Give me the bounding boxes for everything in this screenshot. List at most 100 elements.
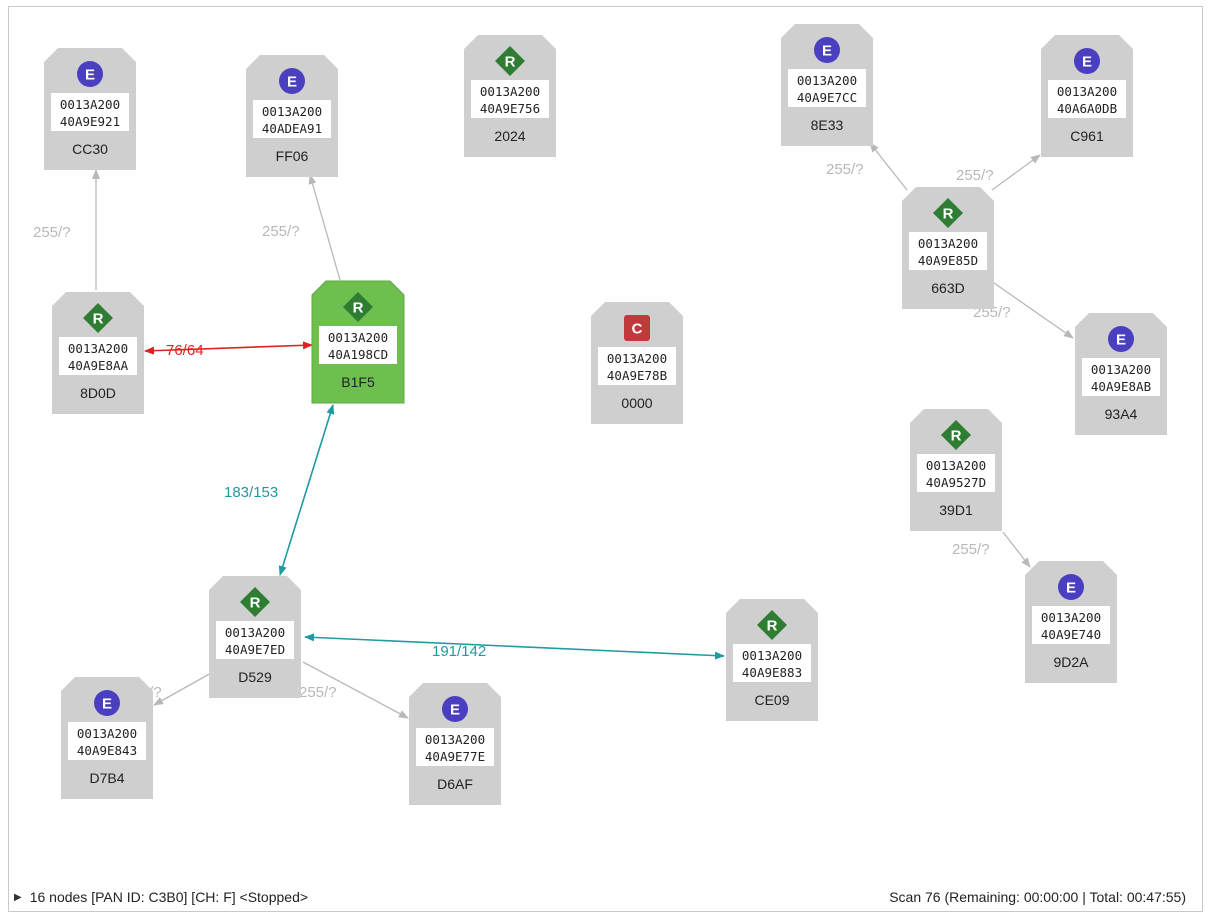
node-name: 8E33 bbox=[811, 117, 844, 133]
status-bar-left: ▶ 16 nodes [PAN ID: C3B0] [CH: F] <Stopp… bbox=[14, 889, 308, 905]
address-box bbox=[68, 722, 146, 760]
link-d529-d6af bbox=[302, 661, 409, 719]
node-8e33[interactable]: E 0013A200 40A9E7CC 8E33 bbox=[781, 24, 873, 146]
link-label: 255/? bbox=[952, 541, 990, 558]
node-name: D529 bbox=[238, 669, 272, 685]
address-box bbox=[253, 100, 331, 138]
address-high: 0013A200 bbox=[797, 73, 857, 88]
role-letter: E bbox=[822, 43, 832, 60]
router-badge-icon bbox=[240, 587, 270, 617]
link-663d-8e33 bbox=[869, 142, 908, 191]
node-name: 9D2A bbox=[1053, 654, 1089, 670]
address-high: 0013A200 bbox=[225, 625, 285, 640]
address-box bbox=[917, 454, 995, 492]
end-device-badge-icon bbox=[77, 61, 103, 87]
link-39d1-9d2a bbox=[1002, 531, 1031, 568]
link-b1f5-ff06 bbox=[308, 174, 341, 281]
address-low: 40A9E740 bbox=[1041, 627, 1101, 642]
link-label: 255/? bbox=[826, 161, 864, 178]
address-box bbox=[471, 80, 549, 118]
address-high: 0013A200 bbox=[77, 726, 137, 741]
end-device-badge-icon bbox=[814, 37, 840, 63]
address-low: 40A9E756 bbox=[480, 101, 540, 116]
address-high: 0013A200 bbox=[425, 732, 485, 747]
node-name: C961 bbox=[1070, 128, 1104, 144]
expand-arrow-icon[interactable]: ▶ bbox=[14, 891, 22, 903]
status-bar-right: Scan 76 (Remaining: 00:00:00 | Total: 00… bbox=[889, 889, 1186, 905]
address-high: 0013A200 bbox=[480, 84, 540, 99]
node-name: D7B4 bbox=[89, 770, 124, 786]
end-device-badge-icon bbox=[94, 690, 120, 716]
link-663d-93a4 bbox=[993, 282, 1074, 339]
role-letter: R bbox=[951, 428, 962, 445]
network-view-panel bbox=[8, 6, 1203, 912]
role-letter: E bbox=[102, 696, 112, 713]
address-box bbox=[788, 69, 866, 107]
link-label: 255/? bbox=[262, 223, 300, 240]
address-high: 0013A200 bbox=[328, 330, 388, 345]
address-high: 0013A200 bbox=[60, 97, 120, 112]
address-box bbox=[1032, 606, 1110, 644]
address-high: 0013A200 bbox=[1041, 610, 1101, 625]
role-letter: E bbox=[1116, 332, 1126, 349]
link-label: 191/142 bbox=[432, 643, 486, 660]
router-badge-icon bbox=[933, 198, 963, 228]
address-box bbox=[59, 337, 137, 375]
router-badge-icon bbox=[83, 303, 113, 333]
address-high: 0013A200 bbox=[1057, 84, 1117, 99]
link-8d0d-b1f5 bbox=[144, 341, 313, 355]
end-device-badge-icon bbox=[1074, 48, 1100, 74]
end-device-badge-icon bbox=[1058, 574, 1084, 600]
address-low: 40A9527D bbox=[926, 475, 986, 490]
address-high: 0013A200 bbox=[68, 341, 128, 356]
address-low: 40A9E8AB bbox=[1091, 379, 1151, 394]
router-badge-icon bbox=[757, 610, 787, 640]
end-device-badge-icon bbox=[279, 68, 305, 94]
node-name: 2024 bbox=[494, 128, 525, 144]
node-name: 0000 bbox=[621, 395, 652, 411]
node-name: 663D bbox=[931, 280, 964, 296]
link-label: 255/? bbox=[33, 224, 71, 241]
node-name: CC30 bbox=[72, 141, 108, 157]
address-low: 40A9E7ED bbox=[225, 642, 285, 657]
address-low: 40A9E921 bbox=[60, 114, 120, 129]
role-letter: C bbox=[632, 321, 643, 338]
link-label: 255/? bbox=[299, 684, 337, 701]
node-name: 39D1 bbox=[939, 502, 973, 518]
address-box bbox=[909, 232, 987, 270]
address-box bbox=[216, 621, 294, 659]
address-low: 40A9E77E bbox=[425, 749, 485, 764]
address-low: 40A6A0DB bbox=[1057, 101, 1117, 116]
link-label: 255/? bbox=[956, 167, 994, 184]
role-letter: R bbox=[767, 618, 778, 635]
address-low: 40A198CD bbox=[328, 347, 388, 362]
address-high: 0013A200 bbox=[262, 104, 322, 119]
node-name: 8D0D bbox=[80, 385, 116, 401]
address-box bbox=[598, 347, 676, 385]
role-letter: E bbox=[85, 67, 95, 84]
address-low: 40A9E8AA bbox=[68, 358, 129, 373]
link-663d-c961 bbox=[991, 154, 1041, 191]
router-badge-icon bbox=[495, 46, 525, 76]
address-low: 40A9E78B bbox=[607, 368, 667, 383]
address-low: 40A9E7CC bbox=[797, 90, 857, 105]
link-d529-b1f5 bbox=[278, 404, 335, 576]
address-low: 40A9E883 bbox=[742, 665, 802, 680]
